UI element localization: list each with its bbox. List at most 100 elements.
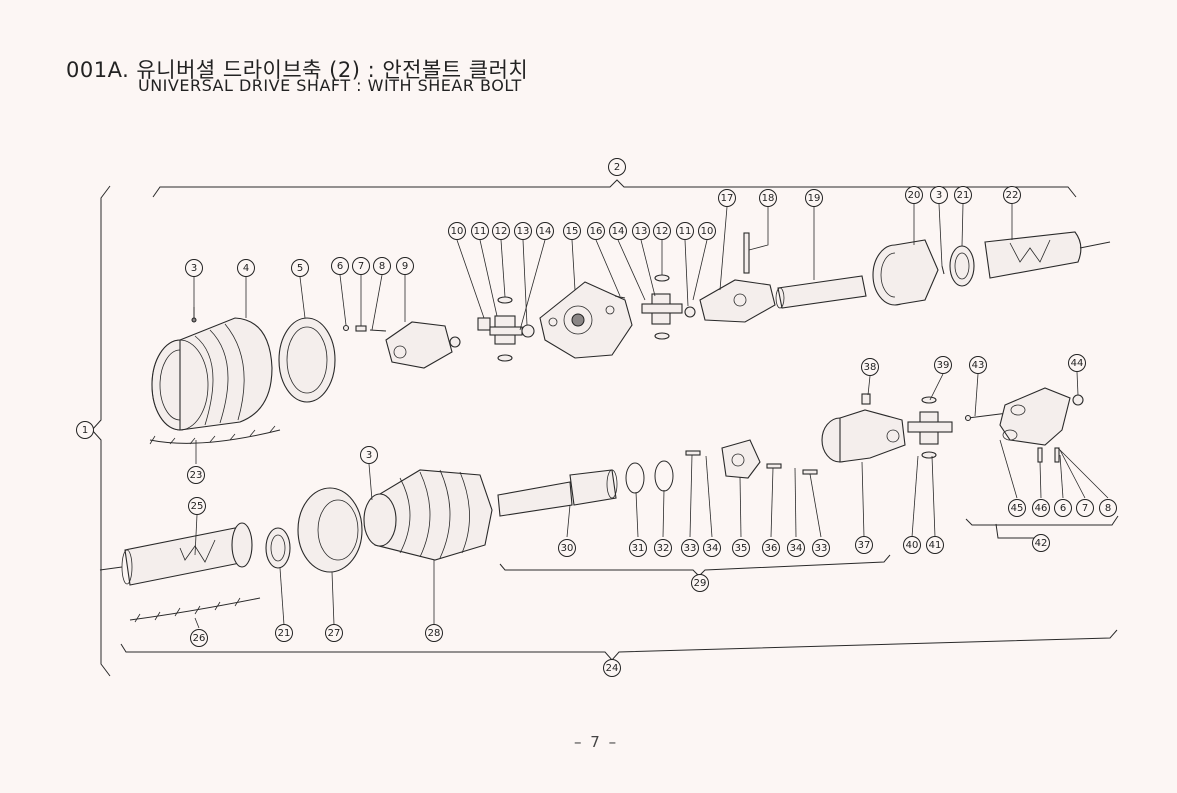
callout-12: 12 bbox=[653, 222, 671, 240]
callout-2: 2 bbox=[608, 158, 626, 176]
callout-label: 23 bbox=[190, 470, 203, 481]
callout-6: 6 bbox=[331, 257, 349, 275]
callout-40: 40 bbox=[903, 536, 921, 554]
callout-circle bbox=[291, 259, 309, 277]
callout-label: 32 bbox=[657, 543, 670, 554]
inner-yoke bbox=[385, 321, 461, 369]
callout-36: 36 bbox=[762, 539, 780, 557]
callout-24: 24 bbox=[603, 659, 621, 677]
callout-20: 20 bbox=[905, 186, 923, 204]
callout-35: 35 bbox=[732, 539, 750, 557]
callout-circle bbox=[632, 222, 650, 240]
callout-label: 7 bbox=[358, 261, 364, 272]
guard-tube-upper bbox=[984, 231, 1111, 279]
callout-circle bbox=[188, 497, 206, 515]
callout-circle bbox=[681, 539, 699, 557]
callout-7: 7 bbox=[352, 257, 370, 275]
callout-label: 3 bbox=[936, 190, 942, 201]
callout-label: 17 bbox=[721, 193, 734, 204]
callout-label: 19 bbox=[808, 193, 821, 204]
callout-circle bbox=[930, 186, 948, 204]
callout-10: 10 bbox=[698, 222, 716, 240]
callout-circle bbox=[1068, 354, 1086, 372]
callout-33: 33 bbox=[812, 539, 830, 557]
inner-profile-shaft bbox=[497, 469, 618, 517]
callout-label: 14 bbox=[612, 226, 625, 237]
callout-circle bbox=[609, 222, 627, 240]
callout-14: 14 bbox=[536, 222, 554, 240]
callout-label: 15 bbox=[566, 226, 579, 237]
callout-45: 45 bbox=[1008, 499, 1026, 517]
callout-label: 7 bbox=[1082, 503, 1088, 514]
callout-11: 11 bbox=[676, 222, 694, 240]
cross-kit-left bbox=[477, 296, 535, 362]
callout-circle bbox=[471, 222, 489, 240]
callout-label: 8 bbox=[379, 261, 385, 272]
callout-label: 26 bbox=[193, 633, 206, 644]
callout-3: 3 bbox=[185, 259, 203, 277]
leader-lines bbox=[193, 203, 1109, 629]
callout-circle bbox=[603, 659, 621, 677]
callout-circle bbox=[691, 574, 709, 592]
callout-circle bbox=[732, 539, 750, 557]
callout-18: 18 bbox=[759, 189, 777, 207]
cross-kit-lower bbox=[907, 396, 953, 459]
callout-15: 15 bbox=[563, 222, 581, 240]
callout-43: 43 bbox=[969, 356, 987, 374]
callout-circle bbox=[698, 222, 716, 240]
callout-circle bbox=[185, 259, 203, 277]
callout-circle bbox=[762, 539, 780, 557]
callout-label: 28 bbox=[428, 628, 441, 639]
callout-label: 45 bbox=[1011, 503, 1024, 514]
callout-circle bbox=[676, 222, 694, 240]
callout-9: 9 bbox=[396, 257, 414, 275]
callout-label: 42 bbox=[1035, 538, 1048, 549]
callout-label: 36 bbox=[765, 543, 778, 554]
cross-kit-right bbox=[641, 274, 696, 340]
callout-label: 21 bbox=[957, 190, 970, 201]
callout-13: 13 bbox=[632, 222, 650, 240]
callout-label: 6 bbox=[1060, 503, 1066, 514]
callout-label: 37 bbox=[858, 540, 871, 551]
bearing-ring-upper bbox=[872, 239, 939, 306]
callout-circle bbox=[360, 446, 378, 464]
callout-label: 29 bbox=[694, 578, 707, 589]
callout-circle bbox=[905, 186, 923, 204]
callout-circle bbox=[1099, 499, 1117, 517]
callout-label: 1 bbox=[82, 425, 88, 436]
callout-label: 34 bbox=[790, 543, 803, 554]
callout-label: 12 bbox=[495, 226, 508, 237]
callout-circle bbox=[759, 189, 777, 207]
callout-label: 20 bbox=[908, 190, 921, 201]
callout-17: 17 bbox=[718, 189, 736, 207]
callout-label: 25 bbox=[191, 501, 204, 512]
outer-profile-tube bbox=[775, 275, 867, 309]
callout-44: 44 bbox=[1068, 354, 1086, 372]
callout-circle bbox=[492, 222, 510, 240]
callout-circle bbox=[703, 539, 721, 557]
callout-12: 12 bbox=[492, 222, 510, 240]
bearing-cone-lower bbox=[297, 487, 363, 573]
callout-29: 29 bbox=[691, 574, 709, 592]
callout-13: 13 bbox=[514, 222, 532, 240]
callout-circle bbox=[855, 536, 873, 554]
callout-label: 11 bbox=[474, 226, 487, 237]
callout-circle bbox=[1008, 499, 1026, 517]
callout-circle bbox=[805, 189, 823, 207]
yoke-lower-right bbox=[821, 393, 906, 463]
callout-21: 21 bbox=[275, 624, 293, 642]
callout-1: 1 bbox=[76, 421, 94, 439]
callout-26: 26 bbox=[190, 629, 208, 647]
callout-circle bbox=[926, 536, 944, 554]
callout-label: 18 bbox=[762, 193, 775, 204]
callout-circle bbox=[514, 222, 532, 240]
callout-circle bbox=[275, 624, 293, 642]
callout-circle bbox=[558, 539, 576, 557]
callout-4: 4 bbox=[237, 259, 255, 277]
callout-25: 25 bbox=[188, 497, 206, 515]
callout-19: 19 bbox=[805, 189, 823, 207]
callout-label: 2 bbox=[614, 162, 620, 173]
